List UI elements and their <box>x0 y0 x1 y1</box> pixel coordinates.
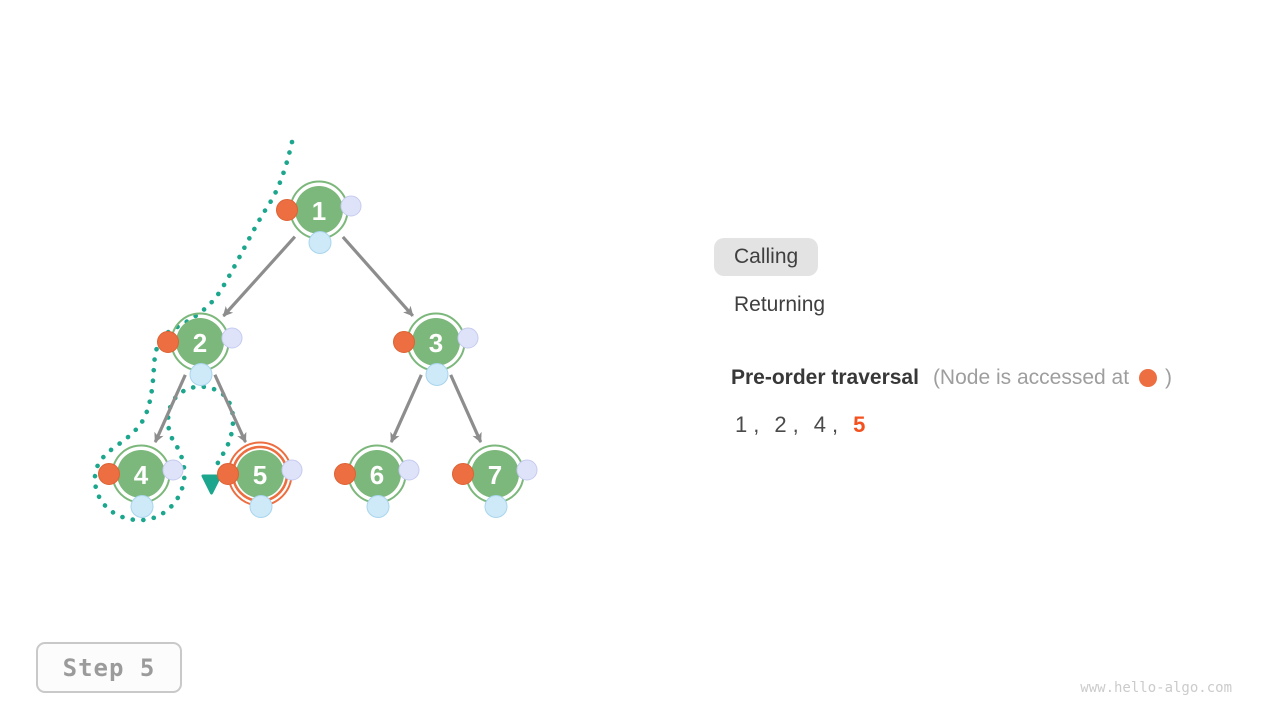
tree-edge <box>153 374 187 443</box>
tree-node-3[interactable]: 3 <box>393 312 479 386</box>
accessed-marker-icon <box>1139 369 1158 387</box>
sequence-separator: , <box>753 412 760 437</box>
sequence-item: 4 <box>813 412 826 437</box>
right-child-slot-icon <box>340 195 362 217</box>
return-slot-icon <box>308 231 332 254</box>
sequence-item: 2 <box>774 412 787 437</box>
traversal-title: Pre-order traversal <box>731 366 919 389</box>
tree-edge <box>389 374 423 443</box>
access-marker-icon <box>393 331 415 353</box>
right-child-slot-icon <box>398 459 420 481</box>
sequence-item: 1 <box>735 412 748 437</box>
traversal-note-suffix: ) <box>1165 366 1173 389</box>
watermark: www.hello-algo.com <box>1080 680 1232 696</box>
right-child-slot-icon <box>281 459 303 481</box>
return-slot-icon <box>189 363 213 386</box>
node-value: 2 <box>193 328 207 358</box>
node-value: 4 <box>134 460 149 490</box>
traversal-pointer-icon <box>201 474 222 495</box>
return-slot-icon <box>425 363 449 386</box>
tree-edges <box>153 235 483 444</box>
sequence-separator: , <box>832 412 839 437</box>
tree-node-6[interactable]: 6 <box>334 444 420 518</box>
access-marker-icon <box>217 463 239 485</box>
tree-edge <box>213 374 247 444</box>
sequence-separator: , <box>792 412 799 437</box>
right-child-slot-icon <box>516 459 538 481</box>
return-slot-icon <box>130 495 154 518</box>
node-value: 5 <box>253 460 267 490</box>
legend-returning-label[interactable]: Returning <box>734 293 826 316</box>
tree-node-2[interactable]: 2 <box>157 312 243 386</box>
legend: Calling Returning <box>714 238 825 317</box>
return-slot-icon <box>484 495 508 518</box>
tree-edge <box>341 235 414 317</box>
return-slot-icon <box>366 495 390 518</box>
node-value: 1 <box>312 196 326 226</box>
legend-calling-chip[interactable]: Calling <box>714 238 819 276</box>
traversal-note-prefix: (Node is accessed at <box>932 366 1130 389</box>
tree-node-1[interactable]: 1 <box>276 180 362 254</box>
access-marker-icon <box>98 463 120 485</box>
right-child-slot-icon <box>221 327 243 349</box>
traversal-caption: Pre-order traversal (Node is accessed at… <box>731 366 1172 390</box>
traversal-note: (Node is accessed at) <box>933 366 1172 390</box>
node-value: 6 <box>370 460 384 490</box>
access-marker-icon <box>452 463 474 485</box>
return-slot-icon <box>249 495 273 518</box>
node-value: 3 <box>429 328 443 358</box>
right-child-slot-icon <box>162 459 184 481</box>
node-value: 7 <box>488 460 502 490</box>
tree-node-5[interactable]: 5 <box>217 441 303 518</box>
sequence-item: 5 <box>853 412 866 437</box>
binary-tree-diagram: 1 2 3 4 5 6 7 <box>92 139 538 523</box>
access-marker-icon <box>157 331 179 353</box>
right-child-slot-icon <box>457 327 479 349</box>
tree-node-4[interactable]: 4 <box>98 444 184 518</box>
access-marker-icon <box>334 463 356 485</box>
tree-nodes: 1 2 3 4 5 6 7 <box>98 180 538 518</box>
access-marker-icon <box>276 199 298 221</box>
traversal-sequence: 1,2,4,5 <box>735 412 865 438</box>
step-button[interactable]: Step 5 <box>36 642 182 693</box>
tree-edge <box>449 374 483 443</box>
tree-node-7[interactable]: 7 <box>452 444 538 518</box>
tree-edge <box>222 235 297 318</box>
